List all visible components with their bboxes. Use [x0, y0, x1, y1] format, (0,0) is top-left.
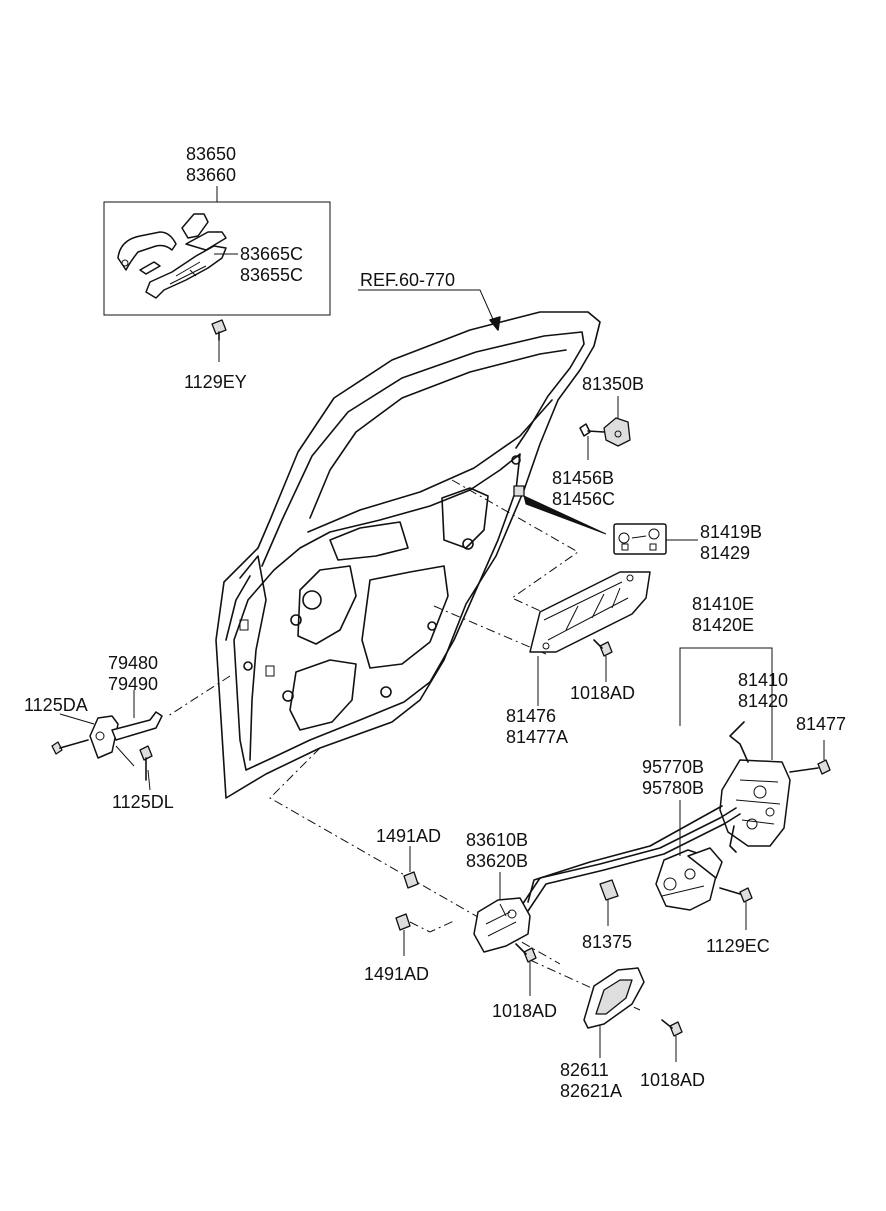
- label-1129EY: 1129EY: [184, 372, 247, 392]
- outside-handle-grip: [117, 231, 177, 271]
- screw-1018AD-a: [593, 639, 613, 682]
- label-81410E: 81410E: [692, 594, 754, 614]
- screw-1018AD-b: [515, 943, 537, 996]
- label-1125DA: 1125DA: [24, 695, 88, 715]
- detail-pointer: [523, 495, 607, 535]
- outside-handle-cap: [181, 213, 209, 239]
- label-81410: 81410: [738, 670, 788, 690]
- label-81477: 81477: [796, 714, 846, 734]
- label-1018AD-b: 1018AD: [492, 1001, 557, 1021]
- label-1129EC: 1129EC: [706, 936, 770, 956]
- label-1018AD-a: 1018AD: [570, 683, 635, 703]
- label-82621A: 82621A: [560, 1081, 622, 1101]
- rod-clip-81375: [599, 879, 619, 926]
- bracket-81419B: [613, 523, 698, 555]
- handle-bezel-82611: [583, 967, 645, 1058]
- label-83650: 83650: [186, 144, 236, 164]
- door-latch-notch: [513, 485, 525, 497]
- label-83610B: 83610B: [466, 830, 528, 850]
- label-81419B: 81419B: [700, 522, 762, 542]
- door-checker-79480: [51, 690, 163, 791]
- outside-handle-cover: [185, 231, 227, 251]
- clip-1491AD-a: [403, 846, 419, 889]
- label-1125DL: 1125DL: [112, 792, 174, 812]
- label-81375: 81375: [582, 932, 632, 952]
- label-81477A: 81477A: [506, 727, 568, 747]
- label-83665C: 83665C: [240, 244, 303, 264]
- label-81476: 81476: [506, 706, 556, 726]
- outside-handle-base: [145, 245, 227, 299]
- actuator-95770B: [655, 800, 753, 930]
- label-ref-60-770: REF.60-770: [360, 270, 455, 290]
- label-95770B: 95770B: [642, 757, 704, 777]
- label-1491AD-a: 1491AD: [376, 826, 441, 846]
- clip-1491AD-b: [395, 913, 457, 956]
- label-83655C: 83655C: [240, 265, 303, 285]
- label-95780B: 95780B: [642, 778, 704, 798]
- label-81429: 81429: [700, 543, 750, 563]
- door-latch-81410: [679, 647, 831, 853]
- label-82611: 82611: [560, 1060, 609, 1080]
- label-81420: 81420: [738, 691, 788, 711]
- label-81420E: 81420E: [692, 615, 754, 635]
- label-81456B: 81456B: [552, 468, 614, 488]
- label-83660: 83660: [186, 165, 236, 185]
- label-79480: 79480: [108, 653, 158, 673]
- release-cables: [519, 805, 741, 915]
- label-1018AD-c: 1018AD: [640, 1070, 705, 1090]
- screw-1129EY: [211, 319, 227, 362]
- screw-1018AD-c: [661, 1019, 683, 1062]
- label-79490: 79490: [108, 674, 158, 694]
- label-1491AD-b: 1491AD: [364, 964, 429, 984]
- rear-door-inner-panel: [215, 311, 601, 799]
- label-81350B: 81350B: [582, 374, 644, 394]
- inside-handle-83610B: [473, 872, 531, 953]
- striker-81350B: [579, 396, 631, 460]
- module-panel-81476: [529, 571, 651, 706]
- outside-handle-clip: [139, 261, 161, 275]
- outside-handle-group: [103, 186, 331, 362]
- label-83620B: 83620B: [466, 851, 528, 871]
- label-81456C: 81456C: [552, 489, 615, 509]
